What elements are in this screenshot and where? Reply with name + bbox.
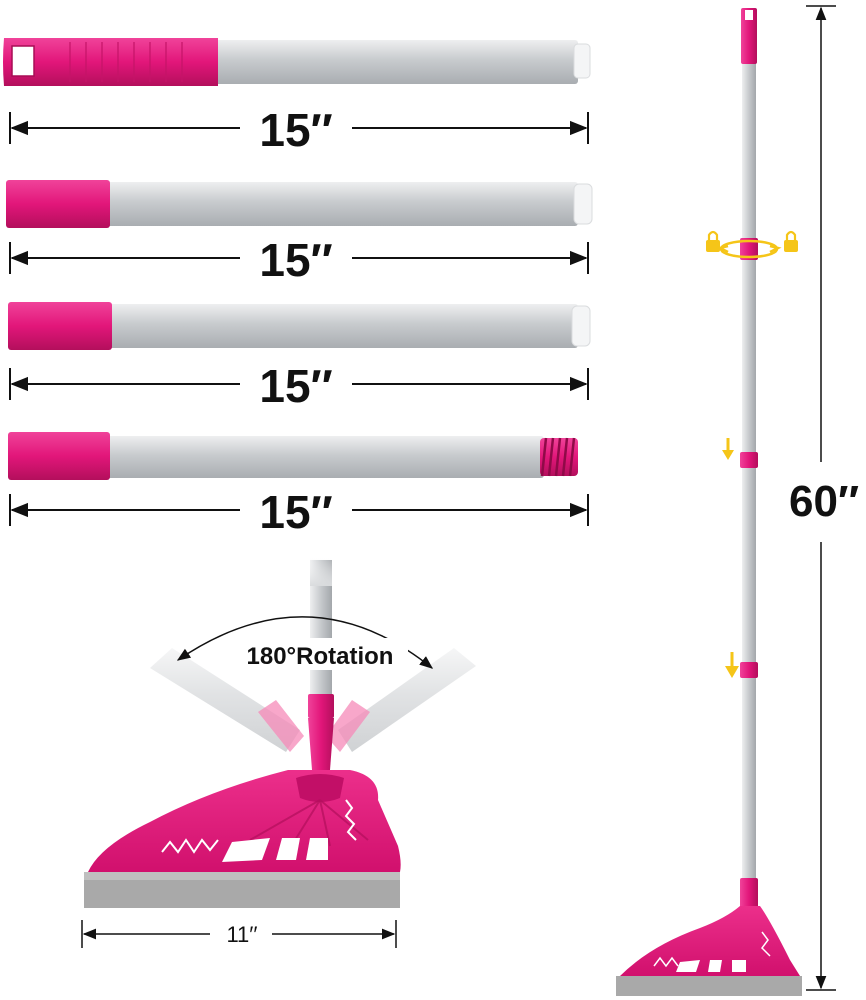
rotation-label: 180°Rotation <box>247 643 394 670</box>
dimension-line-3: 15′′ <box>9 360 589 412</box>
lock-icon <box>784 230 798 252</box>
segment-3-length: 15′′ <box>259 360 332 412</box>
total-length-label: 60′′ <box>789 477 859 526</box>
total-length-dimension: 60′′ <box>789 5 859 991</box>
assembled-broom <box>616 8 802 996</box>
dimension-line-1: 15′′ <box>9 104 589 156</box>
segment-3 <box>8 302 591 350</box>
segment-1-length: 15′′ <box>259 104 332 156</box>
arrow-down-icon <box>722 438 734 460</box>
segment-4-threaded <box>8 432 578 480</box>
dimension-line-2: 15′′ <box>9 234 589 286</box>
rotation-indicator: 180°Rotation <box>176 616 434 670</box>
dimension-line-4: 15′′ <box>9 486 589 538</box>
segment-2-length: 15′′ <box>259 234 332 286</box>
segment-1-handle <box>3 38 591 86</box>
rotating-head-detail <box>84 556 476 908</box>
head-width-dimension: 11′′ <box>81 920 397 948</box>
segment-4-length: 15′′ <box>259 486 332 538</box>
head-width-label: 11′′ <box>226 922 257 947</box>
segment-2 <box>6 180 593 228</box>
lock-icon <box>706 230 720 252</box>
lock-indicators <box>706 230 798 259</box>
arrow-down-icon <box>725 652 739 678</box>
